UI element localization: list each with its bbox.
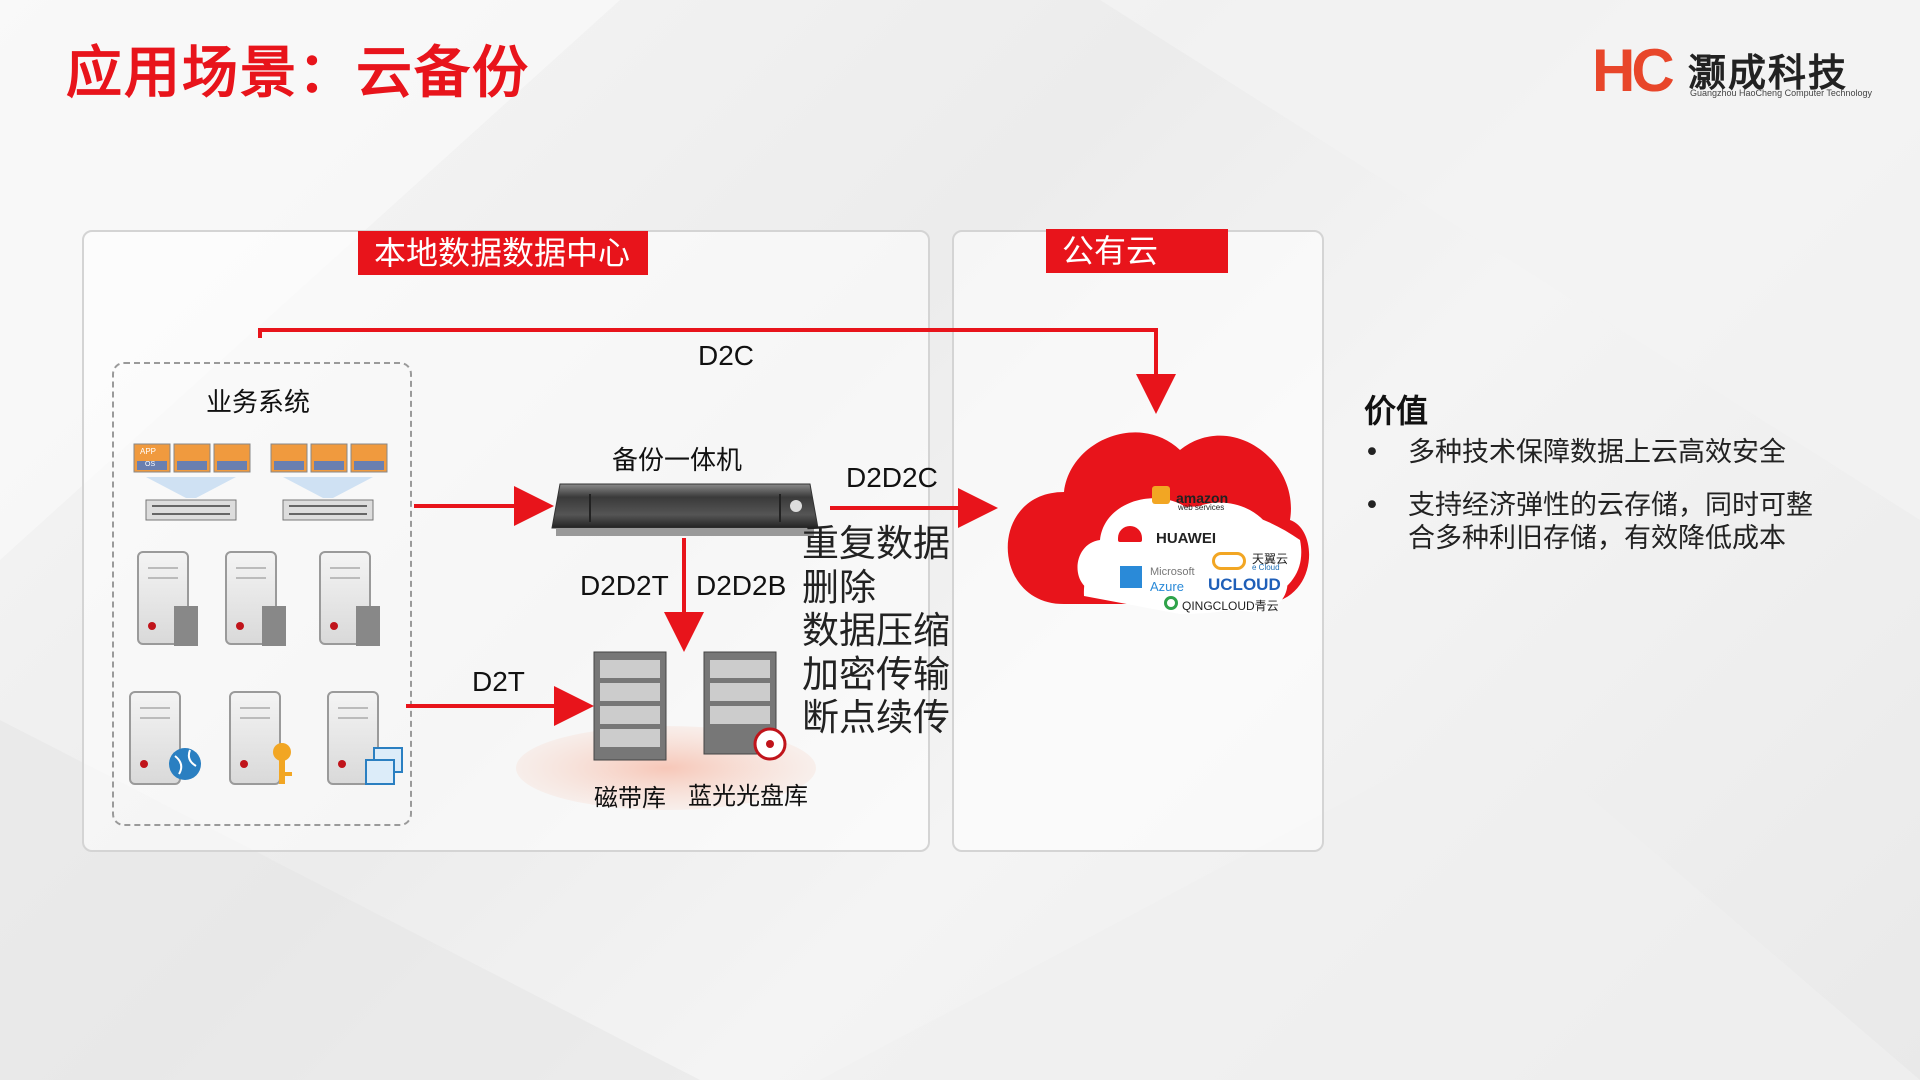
bullet: • [1364,437,1380,468]
value-section: 价值 • 多种技术保障数据上云高效安全 • 支持经济弹性的云存储，同时可整合多种利旧… [1364,386,1824,575]
tape-library [593,651,667,761]
vm-app-label: APP [140,447,157,456]
d2d2b-label: D2D2B [696,570,787,601]
tianyi-logo-sub: e Cloud [1252,563,1280,572]
d2d2c-label: D2D2C [846,462,938,493]
d2d2t-label: D2D2T [580,570,669,601]
value-item: • 多种技术保障数据上云高效安全 [1364,436,1824,469]
appliance-label: 备份一体机 [612,446,743,476]
feature-item: 删除 [802,565,876,609]
tianyi-cloud-icon [1212,552,1246,570]
logo-name-en: Guangzhou HaoCheng Computer Technology [1690,88,1872,98]
globe-icon [169,748,201,780]
flow-arrows [258,328,1176,726]
azure-logo-1: Microsoft [1150,566,1195,578]
windows-logo-icon [1120,566,1142,588]
local-datacenter-tag: 本地数据数据中心 [358,231,648,275]
key-icon [273,743,292,784]
bluray-library [703,651,787,761]
vm-group-right [270,443,388,521]
server-row-1 [137,551,371,645]
feature-item: 加密传输 [802,652,950,696]
d2c-label: D2C [698,340,755,371]
windows-icon [365,747,403,785]
business-system-label: 业务系统 [206,388,311,418]
feature-item: 断点续传 [802,696,950,739]
tianyi-logo: 天翼云 [1252,552,1289,566]
server-row-2 [129,691,379,785]
amazon-logo-sub: web services [1178,503,1225,512]
d2t-label: D2T [472,666,525,697]
value-item-text: 支持经济弹性的云存储，同时可整合多种利旧存储，有效降低成本 [1408,490,1813,554]
vm-group-left [133,443,251,521]
page-title: 应用场景：云备份 [66,41,530,106]
bullet: • [1364,490,1380,521]
business-system-box [112,362,412,826]
company-logo: HC 灏成科技 Guangzhou HaoCheng Computer Tech… [1592,38,1872,104]
qingcloud-icon [1164,596,1178,610]
amazon-logo: amazon [1176,490,1229,506]
public-cloud-tag: 公有云 [1046,229,1228,273]
bluray-library-label: 蓝光光盘库 [688,782,808,810]
backup-appliance [551,483,819,536]
value-item-text: 多种技术保障数据上云高效安全 [1408,437,1786,468]
vm-os-label: OS [145,461,156,468]
ucloud-logo: UCLOUD [1208,575,1281,594]
value-list: • 多种技术保障数据上云高效安全 • 支持经济弹性的云存储，同时可整合多种利旧存储，… [1364,436,1824,555]
logo-mark: HC [1592,37,1675,104]
huawei-logo: HUAWEI [1156,530,1216,547]
value-title: 价值 [1364,392,1429,430]
feature-item: 数据压缩 [802,609,950,652]
qingcloud-logo: QINGCLOUD青云 [1182,599,1279,613]
feature-list: 重复数据 删除 数据压缩 加密传输 断点续传 [802,522,950,740]
amazon-cubes-icon [1152,486,1170,504]
logo-name: 灏成科技 [1688,51,1849,95]
huawei-flower-icon [1118,526,1142,542]
value-item: • 支持经济弹性的云存储，同时可整合多种利旧存储，有效降低成本 [1364,489,1824,555]
tape-library-label: 磁带库 [594,784,666,812]
feature-item: 重复数据 [802,522,950,565]
azure-logo-2: Azure [1150,579,1184,594]
d2c-arrow [258,328,1176,414]
